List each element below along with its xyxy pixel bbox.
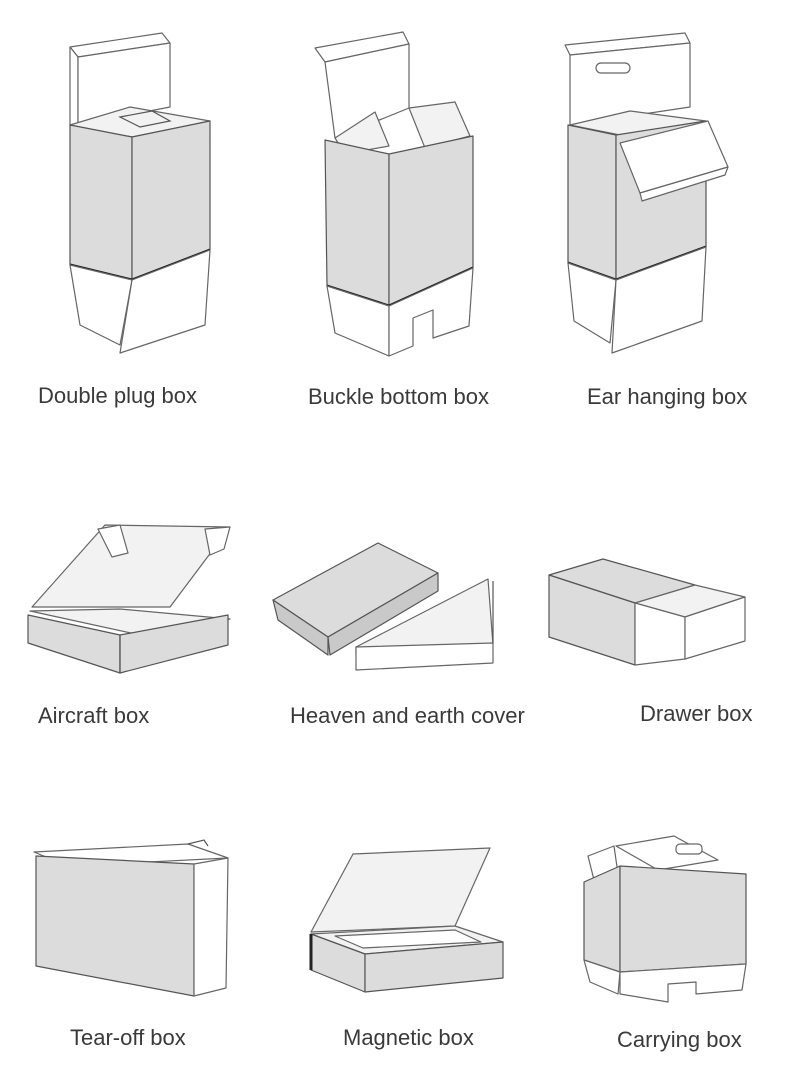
box-label: Tear-off box [70, 1025, 186, 1050]
buckle-bottom-box-icon [314, 31, 474, 357]
carrying-box-icon [583, 835, 747, 1003]
double-plug-box-icon [69, 32, 211, 354]
aircraft-box-icon [27, 524, 231, 674]
box-label: Double plug box [38, 383, 198, 408]
drawer-box-icon [548, 558, 746, 666]
box-label: Carrying box [617, 1027, 742, 1052]
box-label: Ear hanging box [587, 384, 748, 409]
box-label: Aircraft box [38, 703, 150, 728]
box-label: Heaven and earth cover [290, 703, 525, 728]
box-label: Buckle bottom box [308, 384, 489, 409]
ear-hanging-box-icon [564, 32, 729, 354]
heaven-earth-cover-box-icon [272, 542, 494, 671]
box-label: Drawer box [640, 701, 753, 726]
box-label: Magnetic box [343, 1025, 474, 1050]
tear-off-box-icon [33, 839, 229, 997]
magnetic-box-icon [309, 847, 504, 993]
